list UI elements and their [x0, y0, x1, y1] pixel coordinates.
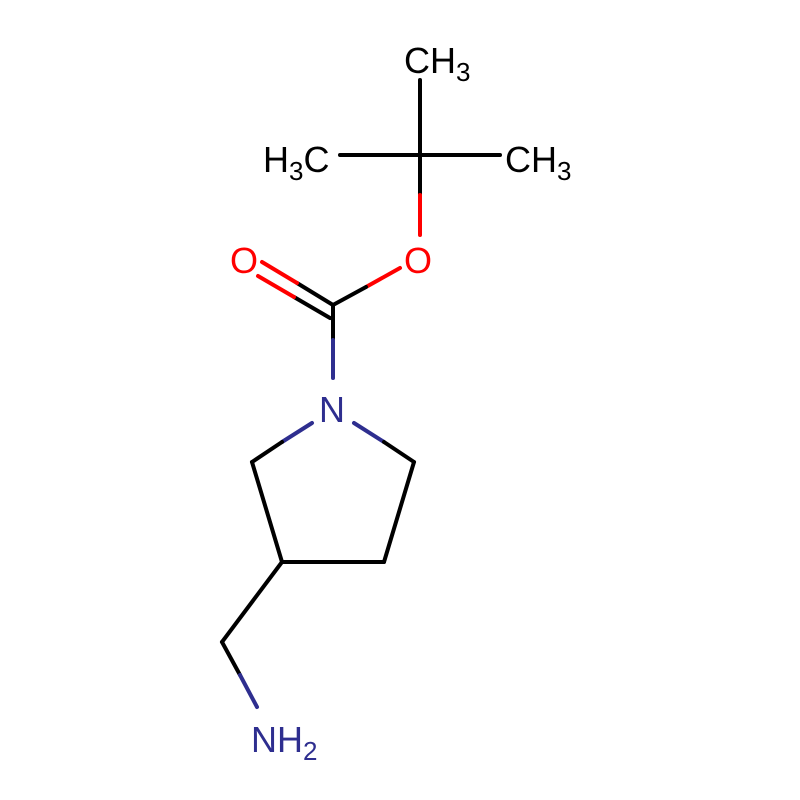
ch3-top-label: CH3: [404, 40, 470, 87]
carbonyl-oxygen-label: O: [230, 240, 258, 281]
bond-ch2-n-part2: [238, 673, 259, 709]
ring-nitrogen-label: N: [319, 389, 345, 430]
bond-o-c-part1: [364, 266, 402, 289]
amine-nh2-label: NH2: [251, 719, 317, 766]
bond-c-o-double-a2: [260, 260, 299, 285]
bond-c5-c4: [382, 460, 416, 564]
ch3-left-label: H3C: [263, 139, 329, 186]
ch3-right-label: CH3: [505, 139, 571, 186]
bond-c-o-double-a1: [295, 281, 335, 307]
bond-n-c2-part1: [280, 421, 314, 444]
bond-c3-ch2: [220, 560, 284, 644]
bonds: [220, 78, 502, 709]
atom-labels: CH3 H3C CH3 O O N NH2: [230, 40, 571, 766]
bond-c2-c3: [250, 460, 284, 564]
ester-oxygen-label: O: [404, 240, 432, 281]
bond-n-c5-part2: [382, 440, 416, 464]
bond-ch2-n-part1: [220, 640, 242, 677]
bond-n-c2-part2: [250, 440, 284, 464]
bond-c-o-double-b1: [292, 295, 332, 320]
bond-c-o-double-b2: [256, 274, 296, 299]
bond-o-c-part2: [331, 285, 368, 307]
bond-n-c5-part1: [352, 421, 386, 444]
